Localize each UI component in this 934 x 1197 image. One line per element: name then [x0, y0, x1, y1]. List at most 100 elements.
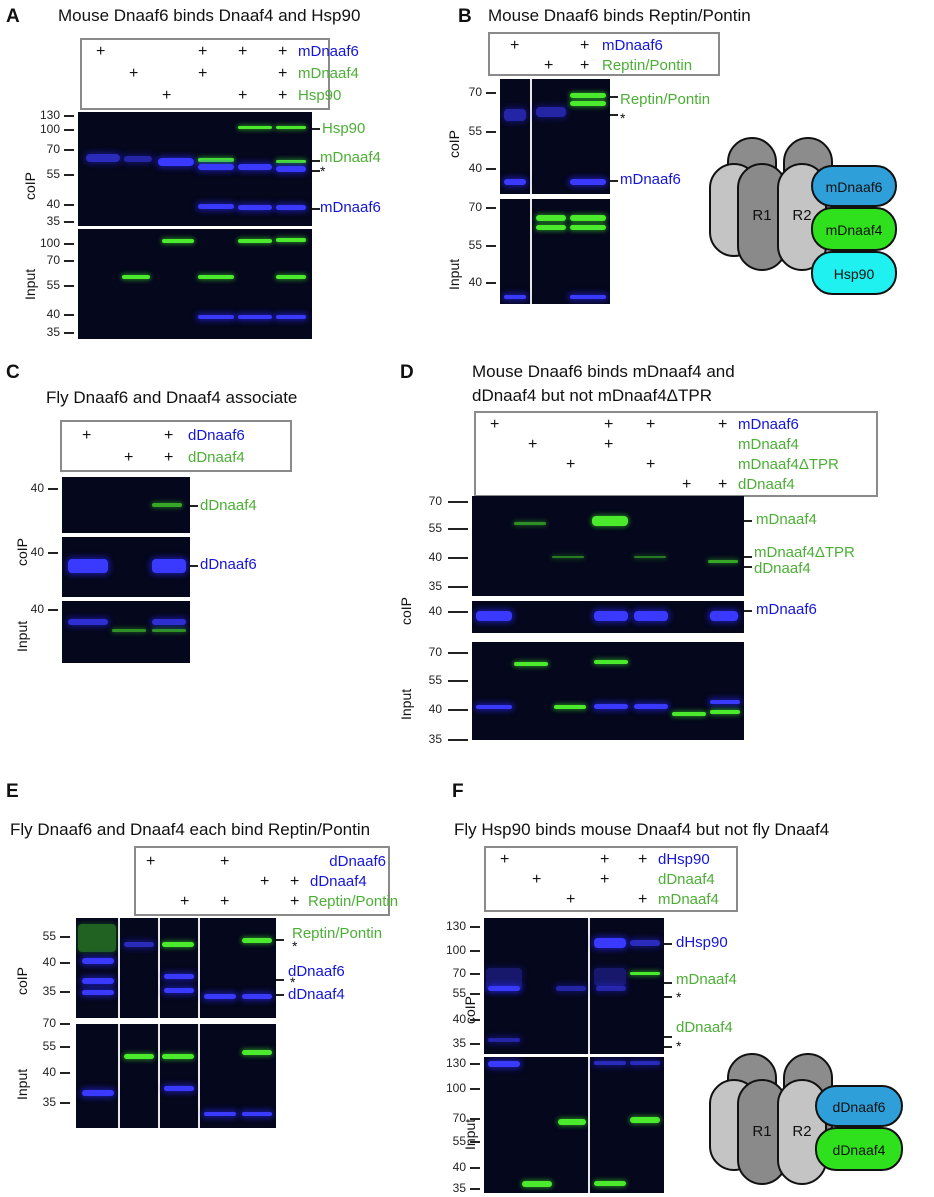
blot-band	[630, 1061, 660, 1065]
r2-label: R2	[792, 207, 811, 224]
legend-mdnaaf6: mDnaaf6	[602, 37, 663, 54]
mw-tick	[470, 1019, 480, 1021]
panel-b-input-blot	[500, 199, 610, 304]
label-ddnaaf4: dDnaaf4	[754, 560, 811, 577]
blot-band	[570, 179, 606, 185]
ddnaaf6-domain	[815, 1085, 903, 1127]
mw-marker: 130	[39, 108, 60, 122]
mw-tick	[64, 221, 74, 223]
mw-tick	[64, 174, 74, 176]
blot-band	[204, 1112, 236, 1116]
mw-marker: 70	[452, 966, 466, 980]
mdnaaf4-label: mDnaaf4	[826, 222, 883, 238]
legend-reptin-pontin: Reptin/Pontin	[308, 893, 399, 910]
lane-separator	[118, 918, 120, 1018]
mw-tick	[486, 92, 496, 94]
blot-band	[488, 1061, 520, 1067]
mw-tick	[470, 1167, 480, 1169]
mw-tick	[48, 609, 58, 611]
blot-band	[594, 660, 628, 664]
mw-tick	[470, 1188, 480, 1190]
band-tick	[664, 982, 672, 984]
label-ddnaaf6: dDnaaf6	[288, 963, 345, 980]
mw-tick	[486, 282, 496, 284]
blot-band	[198, 204, 234, 209]
mw-marker: 70	[468, 200, 482, 214]
mw-marker: 40	[452, 1160, 466, 1174]
mw-tick	[64, 332, 74, 334]
legend-reptin-pontin: Reptin/Pontin	[602, 57, 693, 74]
blot-band	[82, 1090, 114, 1096]
r1-label: R1	[752, 1123, 771, 1140]
blot-band	[592, 516, 628, 526]
blot-band	[112, 629, 146, 632]
mw-marker: 55	[46, 167, 60, 181]
blot-band	[276, 275, 306, 279]
mw-marker: 40	[30, 602, 44, 616]
blot-band	[276, 238, 306, 242]
mw-tick	[486, 168, 496, 170]
complex-diagram-f: R1 R2 dDnaaf6 dDnaaf4	[709, 1053, 903, 1185]
blot-band	[486, 968, 522, 990]
blot-band	[630, 940, 660, 946]
blot-band	[476, 705, 512, 709]
mw-tick	[470, 1141, 480, 1143]
mw-marker: 40	[452, 1012, 466, 1026]
hsp90-domain	[811, 251, 897, 295]
mw-marker: 35	[428, 732, 442, 746]
label-dhsp90: dHsp90	[676, 934, 728, 951]
lane-separator	[530, 199, 532, 304]
mw-marker: 35	[42, 1095, 56, 1109]
blot-band	[82, 978, 114, 984]
mw-marker: 40	[428, 550, 442, 564]
mw-marker: 40	[30, 481, 44, 495]
band-tick	[312, 160, 320, 162]
panel-letter-b: B	[458, 6, 472, 27]
label-ddnaaf6: dDnaaf6	[200, 556, 257, 573]
nonspecific-star: *	[320, 163, 326, 179]
plus-sign: +	[638, 851, 648, 868]
blot-band	[162, 239, 194, 243]
band-tick	[744, 556, 752, 558]
plus-sign: +	[146, 853, 156, 870]
blot-band	[164, 974, 194, 979]
lane-separator	[158, 1024, 160, 1128]
plus-sign: +	[162, 87, 172, 104]
panel-e-title: Fly Dnaaf6 and Dnaaf4 each bind Reptin/P…	[10, 820, 371, 839]
nonspecific-star: *	[620, 110, 626, 126]
blot-band	[152, 629, 186, 632]
legend-ddnaaf4: dDnaaf4	[310, 873, 367, 890]
band-tick	[664, 1036, 672, 1038]
lane-separator	[158, 918, 160, 1018]
label-mdnaaf4: mDnaaf4	[676, 971, 737, 988]
plus-sign: +	[290, 893, 300, 910]
blot-band	[554, 705, 586, 709]
legend-mdnaaf6: mDnaaf6	[738, 416, 799, 433]
mw-marker: 55	[46, 278, 60, 292]
label-ddnaaf4: dDnaaf4	[676, 1019, 733, 1036]
lane-separator	[530, 79, 532, 194]
mw-tick	[48, 488, 58, 490]
blot-band	[198, 164, 234, 170]
mw-tick	[448, 709, 468, 711]
blot-band	[86, 154, 120, 162]
lane-separator	[588, 1057, 590, 1193]
mw-tick	[470, 1043, 480, 1045]
plus-sign: +	[604, 416, 614, 433]
plus-sign: +	[82, 427, 92, 444]
panel-d-mid-blot	[472, 601, 744, 633]
blot-band	[276, 315, 306, 319]
mw-tick	[64, 204, 74, 206]
blot-band	[162, 942, 194, 947]
blot-band	[122, 275, 150, 279]
blot-band	[594, 704, 628, 709]
mw-tick	[64, 285, 74, 287]
blot-band	[124, 156, 152, 162]
mw-marker: 40	[46, 307, 60, 321]
label-mdnaaf4: mDnaaf4	[756, 511, 817, 528]
panel-d-input-blot	[472, 642, 744, 740]
lane-separator	[198, 918, 200, 1018]
mw-tick	[60, 1072, 70, 1074]
mw-tick	[60, 962, 70, 964]
ddnaaf4-domain	[815, 1127, 903, 1171]
